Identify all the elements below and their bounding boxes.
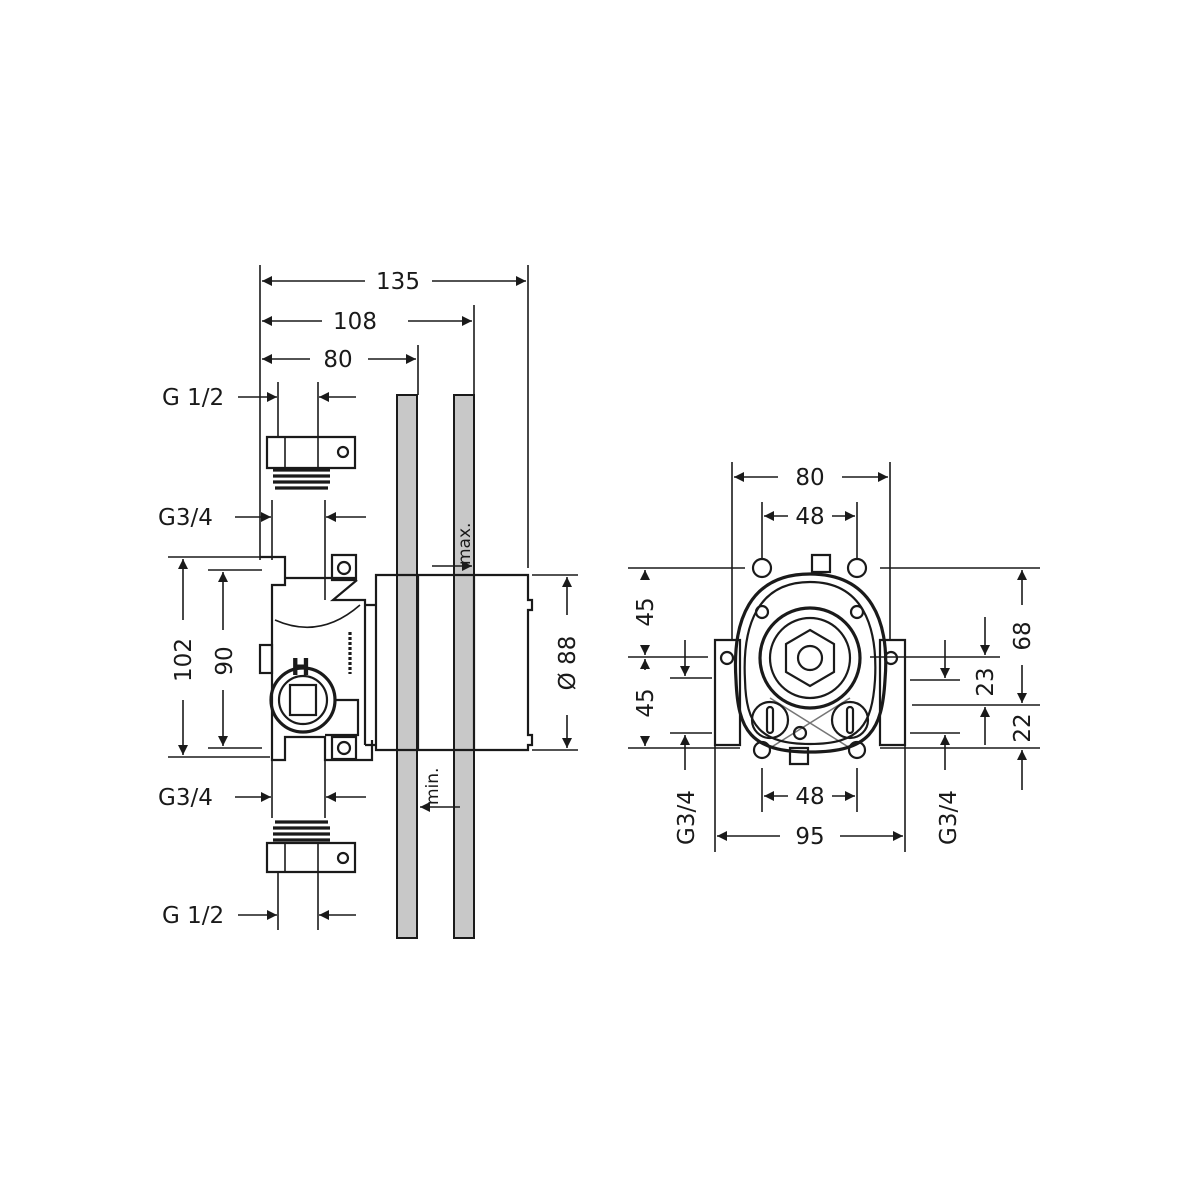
dim-102: 102: [168, 556, 272, 758]
dim-label: 80: [795, 465, 824, 491]
dim-label: 22: [1010, 713, 1036, 742]
dim-label: 108: [333, 309, 377, 335]
wall-max-indicator: max.: [432, 523, 475, 571]
dim-108: 108: [262, 309, 472, 335]
dim-label: 95: [795, 824, 824, 850]
front-view: 80 48 45 45 G3: [628, 462, 1040, 852]
dim-front-95: 95: [714, 745, 906, 852]
wall-min-indicator: min.: [420, 768, 460, 812]
dim-80: 80: [262, 347, 416, 373]
thread-g34-upper: G3/4: [158, 500, 366, 600]
dim-label: 23: [973, 667, 999, 696]
dim-label: 45: [633, 688, 659, 717]
thread-label: G 1/2: [162, 385, 224, 411]
thread-g34-lower: G3/4: [158, 760, 366, 818]
dim-90: 90: [208, 569, 262, 749]
dim-front-48-bottom: 48: [761, 768, 858, 812]
dim-label: 68: [1010, 621, 1036, 650]
dim-label: 48: [795, 784, 824, 810]
bottom-fitting: [265, 820, 357, 874]
min-label: min.: [423, 768, 443, 805]
thread-label: G 1/2: [162, 903, 224, 929]
thread-front-left: G3/4: [670, 640, 712, 845]
valve-body-front: [713, 553, 907, 766]
dim-label: 90: [212, 646, 238, 675]
top-fitting: [265, 435, 357, 490]
dim-front-68: 68: [880, 567, 1040, 706]
thread-label: G3/4: [674, 790, 700, 845]
valve-body-side: H: [258, 553, 376, 762]
dim-front-45-lower: 45: [628, 659, 740, 749]
dim-diameter-88: Ø 88: [532, 574, 581, 751]
dim-front-23: 23: [870, 617, 1000, 745]
thread-label: G3/4: [158, 785, 213, 811]
dim-label: 102: [171, 638, 197, 682]
mounting-box: [374, 573, 534, 752]
hot-mark: H: [291, 655, 310, 681]
dim-front-48-top: 48: [761, 502, 858, 558]
wall-finish-min: [396, 394, 418, 939]
thread-g12-top: G 1/2: [162, 382, 356, 437]
dim-front-22: 22: [880, 713, 1040, 790]
thread-front-right: G3/4: [910, 640, 962, 845]
dim-label: Ø 88: [555, 636, 581, 691]
dim-label: 48: [795, 504, 824, 530]
thread-g12-bottom: G 1/2: [162, 872, 356, 930]
dim-front-80: 80: [731, 462, 891, 640]
thread-label: G3/4: [158, 505, 213, 531]
dim-135: 135: [262, 269, 526, 295]
side-view: 135 108 80 G 1/2 G: [158, 265, 581, 939]
thread-label: G3/4: [936, 790, 962, 845]
dim-label: 45: [633, 597, 659, 626]
wall-finish-max: [453, 394, 475, 939]
max-label: max.: [455, 523, 475, 565]
dim-front-45-upper: 45: [628, 567, 745, 658]
dim-label: 80: [323, 347, 352, 373]
dim-label: 135: [376, 269, 420, 295]
